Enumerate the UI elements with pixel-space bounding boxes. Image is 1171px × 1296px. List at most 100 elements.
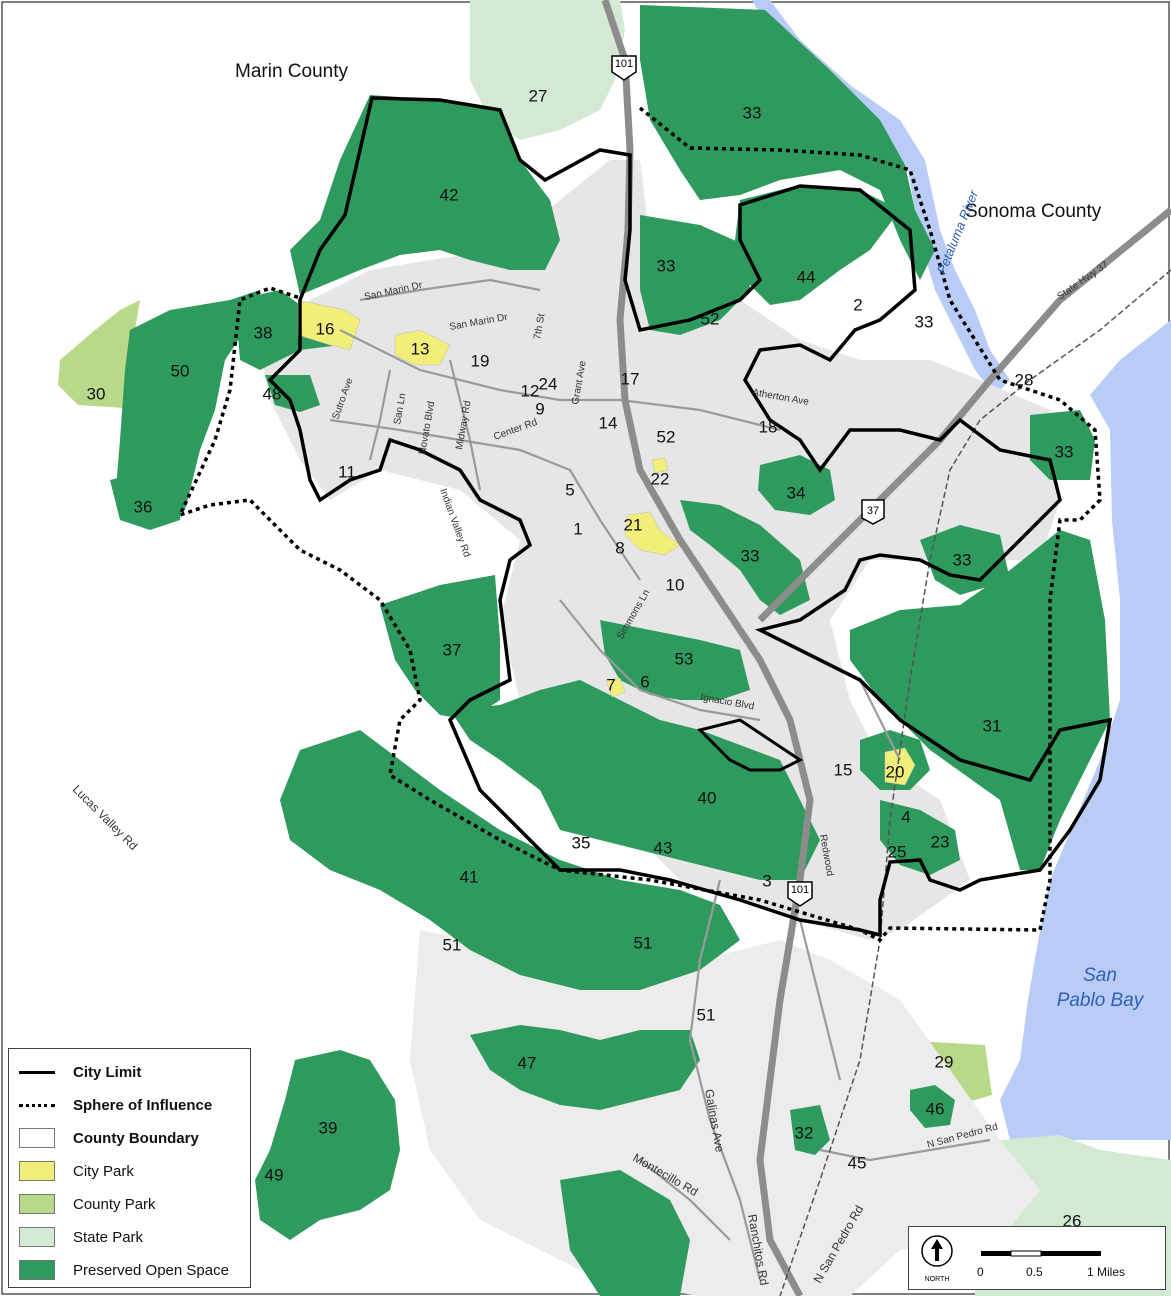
legend-county-park: County Park: [19, 1192, 156, 1216]
us101-shield-south: 101: [787, 881, 813, 907]
site-number-label: 22: [651, 469, 670, 488]
road-3: [329, 418, 641, 581]
site-number-label: 21: [624, 515, 643, 534]
site-number-label: 40: [698, 788, 717, 807]
site-number-label: 47: [518, 1053, 537, 1072]
us101-shield-text: 101: [615, 58, 633, 70]
site-number-label: 8: [615, 538, 624, 557]
open-space-46: [910, 1085, 955, 1128]
city-park-21: [624, 511, 681, 556]
open-space-41-51: [280, 730, 740, 990]
site-number-label: 7: [606, 675, 615, 694]
open-space-50: [115, 290, 260, 525]
open-space-39-49: [255, 1050, 400, 1240]
road-label: 7th St: [532, 313, 547, 341]
road-7: [688, 879, 762, 1281]
railroad-line: [779, 269, 1171, 1296]
road-5: [559, 599, 761, 722]
site-number-label: 14: [599, 413, 618, 432]
road-6: [368, 369, 392, 461]
marin-county-label: Marin County: [235, 61, 348, 82]
road-network: [329, 278, 991, 1281]
site-number-label: 10: [666, 575, 685, 594]
scale-label-0: 0: [977, 1265, 984, 1279]
site-number-label: 38: [254, 323, 273, 342]
san-pablo-bay-label-1: San: [1083, 965, 1117, 986]
site-number-label: 36: [134, 497, 153, 516]
site-number-label: 4: [901, 807, 910, 826]
sr37-shield: 37: [861, 499, 885, 525]
open-space-35-40-43: [450, 680, 820, 880]
site-number-label: 32: [795, 1123, 814, 1142]
legend-city-park: City Park: [19, 1159, 134, 1183]
legend-label: Sphere of Influence: [73, 1096, 213, 1114]
open-space-33-east2: [920, 525, 1010, 595]
legend-label: Preserved Open Space: [73, 1261, 229, 1279]
site-number-label: 16: [316, 319, 335, 338]
road-2: [359, 278, 541, 302]
site-number-label: 51: [697, 1005, 716, 1024]
legend-solid-line-icon: [19, 1070, 55, 1074]
open-space-33-east: [1030, 410, 1095, 480]
site-number-label: 53: [675, 649, 694, 668]
city-park-16: [297, 299, 361, 351]
site-number-label: 49: [265, 1165, 284, 1184]
open-space-44: [735, 185, 900, 305]
us101-shield-north: 101: [611, 55, 637, 81]
site-number-label: 34: [787, 483, 806, 502]
legend-city-limit: City Limit: [19, 1060, 141, 1084]
county-park-30: [58, 300, 140, 408]
open-space-53: [600, 620, 750, 700]
legend-label: City Park: [73, 1162, 134, 1180]
us101-shield-text-south: 101: [791, 884, 809, 896]
road-label: San Ln: [392, 392, 408, 425]
site-number-label: 5: [565, 480, 574, 499]
site-number-label: 43: [654, 838, 673, 857]
legend-dotted-line-icon: [19, 1103, 55, 1107]
site-number-label: 26: [1063, 1211, 1082, 1230]
city-park-22: [651, 457, 669, 474]
site-number-label: 6: [640, 672, 649, 691]
city-limit-inner: [697, 718, 803, 772]
site-number-label: 13: [411, 339, 430, 358]
site-number-label: 19: [471, 351, 490, 370]
site-number-label: 12: [521, 381, 540, 400]
site-number-label: 1: [573, 519, 582, 538]
site-number-label: 39: [319, 1118, 338, 1137]
site-number-label: 2: [853, 295, 862, 314]
road-1: [339, 329, 781, 432]
open-space-23-25: [880, 800, 960, 875]
legend-swatch-palegreen: [19, 1227, 55, 1247]
open-space-37: [380, 575, 500, 720]
san-pablo-bay-water: [1000, 320, 1171, 1140]
site-number-label: 35: [572, 833, 591, 852]
legend-label: County Boundary: [73, 1129, 199, 1147]
open-space-33-mid: [640, 215, 750, 335]
road-4: [448, 359, 482, 491]
site-number-label: 33: [953, 550, 972, 569]
road-11: [859, 679, 901, 761]
open-space-33-center: [680, 500, 810, 615]
legend-state-park: State Park: [19, 1225, 143, 1249]
site-number-label: 9: [535, 399, 544, 418]
site-number-label: 42: [440, 185, 459, 204]
site-number-label: 44: [797, 267, 816, 286]
north-arrow-scale: NORTH: [921, 1235, 1101, 1283]
site-number-label: 41: [460, 867, 479, 886]
open-space-42: [290, 95, 560, 295]
site-number-label: 33: [741, 546, 760, 565]
site-number-label: 48: [263, 384, 282, 403]
north-label: NORTH: [925, 1276, 950, 1283]
open-space-32: [790, 1105, 830, 1155]
open-space-47: [470, 1025, 700, 1110]
road-9: [639, 1159, 731, 1241]
san-pablo-bay-label-2: Pablo Bay: [1057, 990, 1145, 1011]
site-number-label: 50: [171, 361, 190, 380]
site-number-label: 3: [762, 871, 771, 890]
site-number-label: 46: [926, 1099, 945, 1118]
site-number-label: 15: [834, 760, 853, 779]
site-number-label: 18: [759, 417, 778, 436]
city-park-layer: [297, 299, 916, 786]
